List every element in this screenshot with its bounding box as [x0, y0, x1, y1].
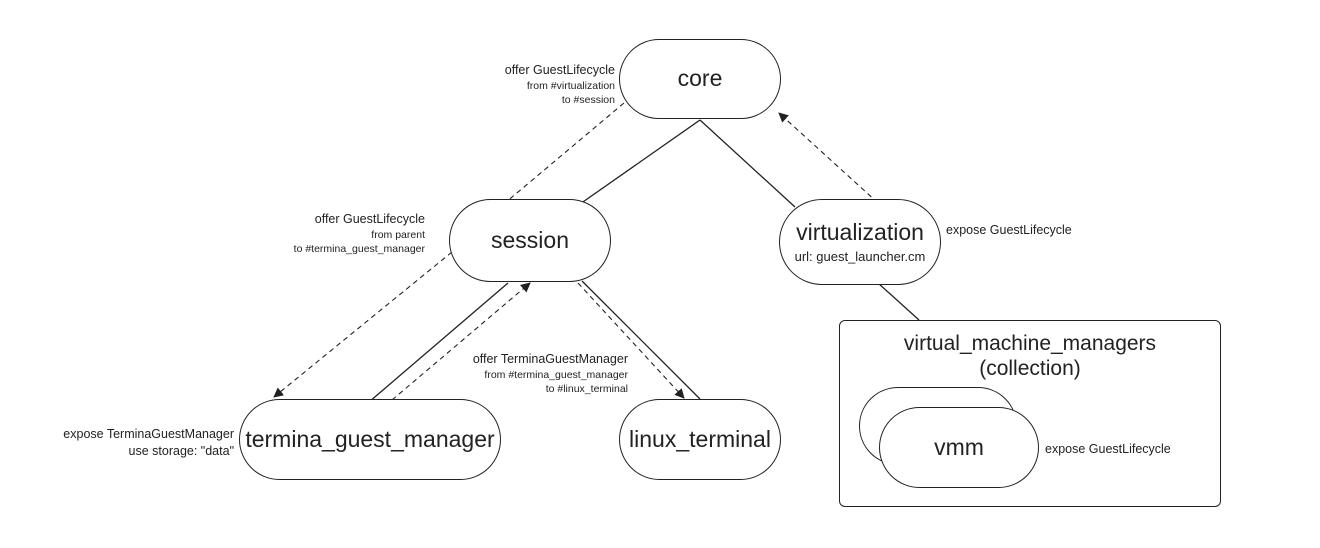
node-vmm-label: vmm	[934, 433, 984, 460]
node-virtualization: virtualization url: guest_launcher.cm	[779, 199, 941, 285]
annotation-offer-core-line3: to #session	[561, 94, 615, 107]
annotation-expose-virt-line1: expose GuestLifecycle	[946, 223, 1072, 237]
annotation-expose-vmm-line1: expose GuestLifecycle	[1045, 442, 1171, 456]
route-termina-to-session	[391, 282, 531, 401]
annotation-offer-termina-line3: to #linux_terminal	[545, 383, 628, 396]
node-termina-label: termina_guest_manager	[245, 425, 495, 452]
node-session: session	[449, 199, 611, 282]
node-session-label: session	[491, 226, 569, 253]
route-virtualization-to-core	[778, 112, 879, 204]
annotation-offer-session-line3: to #termina_guest_manager	[293, 243, 425, 256]
node-linux-terminal: linux_terminal	[619, 399, 781, 480]
annotation-offer-core-line1: offer GuestLifecycle	[504, 63, 615, 77]
annotation-expose-termina-line1: expose TerminaGuestManager	[63, 427, 234, 441]
annotation-offer-termina: offer TerminaGuestManager from #termina_…	[428, 351, 628, 396]
collection-title-line2: (collection)	[979, 357, 1081, 381]
node-linux-terminal-label: linux_terminal	[629, 425, 771, 452]
edge-core-virtualization	[699, 119, 796, 208]
collection-title: virtual_machine_managers (collection)	[840, 331, 1220, 381]
annotation-expose-termina-line2: use storage: "data"	[128, 443, 234, 458]
node-termina-guest-manager: termina_guest_manager	[239, 399, 501, 480]
node-virtualization-label: virtualization	[796, 218, 924, 245]
edge-virtualization-collection	[877, 282, 920, 321]
annotation-offer-core: offer GuestLifecycle from #virtualizatio…	[440, 62, 615, 107]
node-core-label: core	[677, 65, 723, 92]
annotation-offer-session-line1: offer GuestLifecycle	[314, 212, 425, 226]
annotation-offer-core-line2: from #virtualization	[526, 79, 615, 92]
annotation-offer-session-line2: from parent	[371, 228, 425, 241]
route-session-to-termina	[273, 251, 453, 398]
annotation-offer-session: offer GuestLifecycle from parent to #ter…	[245, 211, 425, 256]
edge-core-session	[569, 119, 701, 212]
annotation-expose-vmm: expose GuestLifecycle	[1045, 441, 1205, 458]
annotation-offer-termina-line1: offer TerminaGuestManager	[472, 352, 628, 366]
node-vmm: vmm	[879, 407, 1039, 488]
collection-title-line1: virtual_machine_managers	[903, 332, 1157, 355]
route-core-to-session	[504, 102, 625, 204]
annotation-expose-termina: expose TerminaGuestManager use storage: …	[40, 426, 234, 460]
edge-session-linux-terminal	[581, 280, 701, 400]
annotation-offer-termina-line2: from #termina_guest_manager	[484, 368, 628, 381]
node-core: core	[619, 39, 781, 119]
node-virtualization-url: url: guest_launcher.cm	[794, 249, 926, 265]
route-session-to-linux-terminal	[577, 282, 685, 399]
edge-session-termina	[368, 282, 509, 403]
annotation-expose-virtualization: expose GuestLifecycle	[946, 222, 1106, 239]
